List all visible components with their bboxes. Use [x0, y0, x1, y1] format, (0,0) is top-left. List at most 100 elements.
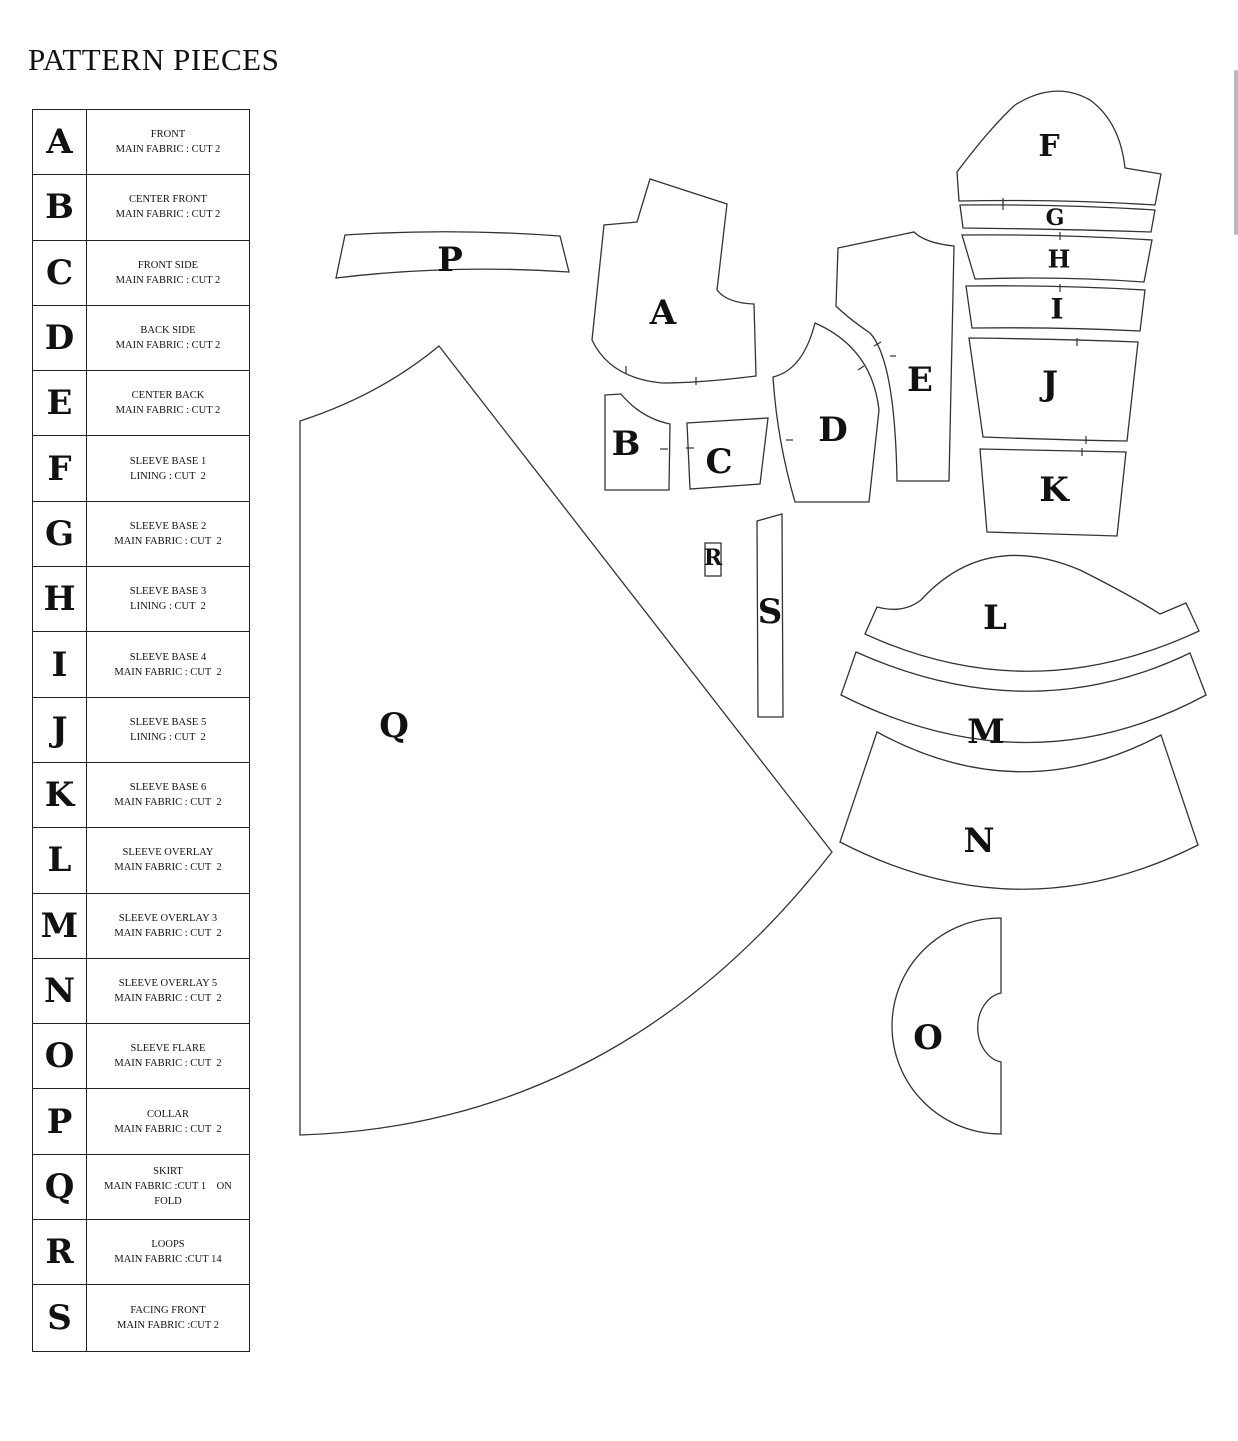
legend-description: SLEEVE BASE 6 MAIN FABRIC : CUT 2	[87, 763, 249, 827]
legend-letter: C	[33, 240, 87, 305]
piece-name: FRONT	[150, 129, 186, 141]
piece-label-l: L	[983, 598, 1007, 638]
cut-instruction: MAIN FABRIC : CUT 2	[114, 666, 222, 678]
legend-letter: Q	[33, 1154, 87, 1220]
legend-letter: F	[33, 436, 87, 501]
piece-name: SLEEVE BASE 6	[129, 782, 207, 794]
cut-instruction: MAIN FABRIC : CUT 2	[114, 1058, 222, 1070]
piece-label-e: E	[907, 360, 933, 400]
piece-m-sleeve-overlay-3	[840, 651, 1207, 744]
cut-instruction: MAIN FABRIC : CUT 2	[115, 144, 221, 156]
legend-description: FRONT SIDE MAIN FABRIC : CUT 2	[87, 241, 249, 305]
piece-label-o: O	[913, 1018, 943, 1058]
piece-name: SLEEVE BASE 3	[129, 586, 207, 598]
legend-row-e: E CENTER BACK MAIN FABRIC : CUT 2	[33, 371, 249, 437]
legend-letter: A	[33, 110, 87, 175]
legend-letter: R	[33, 1220, 87, 1285]
legend-row-r: R LOOPS MAIN FABRIC :CUT 14	[33, 1220, 249, 1286]
cut-instruction: LINING : CUT 2	[130, 601, 206, 613]
cut-instruction: MAIN FABRIC : CUT 2	[115, 405, 221, 417]
cut-instruction: MAIN FABRIC :CUT 14	[114, 1254, 222, 1266]
legend-description: CENTER BACK MAIN FABRIC : CUT 2	[87, 371, 249, 435]
legend-description: SLEEVE OVERLAY MAIN FABRIC : CUT 2	[87, 828, 249, 892]
piece-g-sleeve-base-2	[959, 204, 1156, 233]
piece-name: LOOPS	[151, 1239, 185, 1251]
cut-instruction: MAIN FABRIC : CUT 2	[115, 340, 221, 352]
piece-label-k: K	[1039, 470, 1070, 510]
legend-row-k: K SLEEVE BASE 6 MAIN FABRIC : CUT 2	[33, 762, 249, 829]
cut-instruction: MAIN FABRIC : CUT 2	[114, 797, 222, 809]
piece-name: SLEEVE OVERLAY 3	[118, 912, 218, 924]
piece-c-front-side	[686, 417, 769, 490]
cut-instruction: MAIN FABRIC : CUT 2	[114, 1123, 222, 1135]
legend-row-l: L SLEEVE OVERLAY MAIN FABRIC : CUT 2	[33, 828, 249, 894]
piece-name: BACK SIDE	[140, 325, 196, 337]
cut-instruction: MAIN FABRIC : CUT 2	[115, 209, 221, 221]
piece-label-j: J	[1039, 364, 1058, 404]
piece-label-a: A	[649, 293, 677, 333]
legend-letter: B	[33, 175, 87, 240]
piece-i-sleeve-base-4	[965, 285, 1146, 332]
legend-row-p: P COLLAR MAIN FABRIC : CUT 2	[33, 1089, 249, 1155]
piece-label-s: S	[758, 592, 783, 632]
piece-a-front	[591, 178, 757, 384]
piece-s-facing-front	[756, 513, 784, 718]
piece-label-c: C	[705, 442, 732, 482]
piece-name: FRONT SIDE	[137, 259, 199, 271]
piece-label-q: Q	[379, 706, 409, 746]
piece-h-sleeve-base-3	[961, 234, 1153, 283]
cut-instruction: MAIN FABRIC :CUT 1 ON	[104, 1181, 232, 1193]
piece-name: SLEEVE OVERLAY 5	[118, 978, 218, 989]
scrollbar[interactable]	[1234, 70, 1238, 235]
legend-letter: D	[33, 305, 87, 371]
legend-letter: K	[33, 762, 87, 828]
legend-letter: L	[33, 828, 87, 893]
legend-letter: E	[33, 371, 87, 436]
cut-instruction: MAIN FABRIC : CUT 2	[114, 862, 222, 874]
piece-k-sleeve-base-6	[979, 448, 1127, 537]
legend-description: BACK SIDE MAIN FABRIC : CUT 2	[87, 306, 249, 370]
legend-letter: P	[33, 1089, 87, 1154]
legend-letter: M	[33, 893, 87, 958]
piece-j-sleeve-base-5	[968, 337, 1139, 442]
piece-q-skirt	[299, 345, 833, 1136]
piece-label-b: B	[612, 424, 641, 464]
legend-letter: O	[33, 1024, 87, 1089]
piece-f-sleeve-base-1	[956, 90, 1162, 206]
piece-label-f: F	[1038, 129, 1059, 164]
legend-row-a: A FRONT MAIN FABRIC : CUT 2	[33, 110, 249, 176]
legend-description: SLEEVE BASE 3 LINING : CUT 2	[87, 567, 249, 631]
piece-name: SLEEVE OVERLAY	[122, 847, 214, 859]
piece-name: SLEEVE FLARE	[130, 1043, 206, 1055]
legend-letter: G	[33, 501, 87, 567]
piece-label-p: P	[437, 240, 463, 280]
cut-instruction: MAIN FABRIC : CUT 2	[115, 274, 221, 286]
piece-name: COLLAR	[147, 1108, 189, 1120]
legend-letter: I	[33, 632, 87, 697]
piece-label-m: M	[967, 712, 1005, 752]
legend-description: COLLAR MAIN FABRIC : CUT 2	[87, 1089, 249, 1153]
page-title: PATTERN PIECES	[28, 42, 280, 77]
legend-letter: S	[33, 1285, 87, 1351]
cut-instruction: MAIN FABRIC :CUT 2	[116, 1319, 219, 1331]
piece-label-n: N	[963, 821, 994, 861]
legend-letter: N	[33, 958, 87, 1024]
piece-label-h: H	[1048, 245, 1071, 274]
piece-b-center-front	[604, 393, 671, 491]
legend-row-d: D BACK SIDE MAIN FABRIC : CUT 2	[33, 305, 249, 372]
piece-name: SLEEVE BASE 4	[129, 651, 207, 663]
piece-name: CENTER BACK	[131, 390, 205, 402]
piece-d-back-side	[772, 322, 880, 503]
piece-l-sleeve-overlay	[864, 554, 1200, 672]
